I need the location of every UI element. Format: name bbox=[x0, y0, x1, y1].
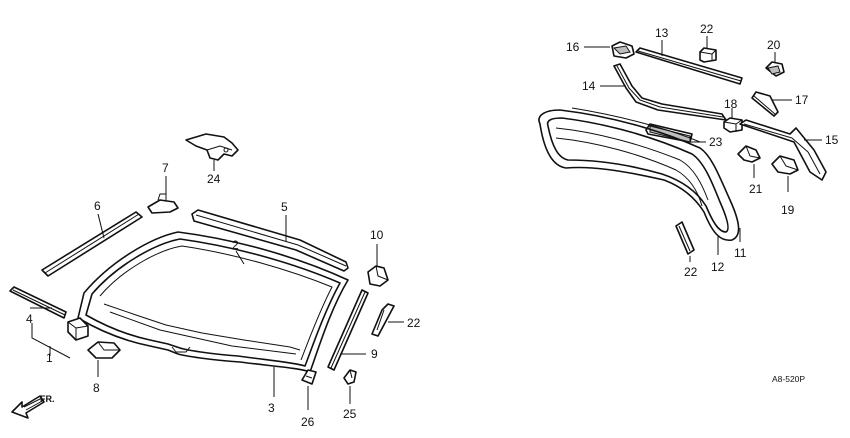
callout-22-front: 22 bbox=[407, 316, 421, 330]
callout-4: 4 bbox=[26, 312, 33, 326]
part-25-clip bbox=[343, 369, 357, 385]
part-13-molding bbox=[635, 47, 743, 85]
part-4-molding bbox=[9, 286, 67, 319]
callout-19: 19 bbox=[781, 203, 795, 217]
part-1-clip bbox=[67, 317, 89, 341]
callout-24: 24 bbox=[207, 172, 221, 186]
part-19-clip bbox=[771, 155, 799, 175]
part-18-clip bbox=[723, 117, 743, 133]
part-17-strip bbox=[751, 91, 779, 117]
callout-1: 1 bbox=[46, 351, 53, 365]
callout-18: 18 bbox=[724, 97, 738, 111]
callout-21: 21 bbox=[749, 182, 763, 196]
callout-22-top: 22 bbox=[700, 22, 714, 36]
diagram-code: A8-520P bbox=[772, 374, 805, 384]
part-9-molding bbox=[327, 289, 369, 371]
part-22-pad-bottom bbox=[675, 221, 695, 255]
callout-12: 12 bbox=[711, 260, 725, 274]
callout-9: 9 bbox=[371, 347, 378, 361]
part-14-molding bbox=[613, 63, 727, 121]
callout-25: 25 bbox=[343, 407, 357, 421]
callout-23: 23 bbox=[709, 135, 723, 149]
part-10-clip bbox=[367, 265, 389, 287]
callout-13: 13 bbox=[655, 26, 669, 40]
callout-2: 2 bbox=[232, 238, 239, 252]
part-24-clip bbox=[185, 133, 239, 161]
part-5-molding bbox=[191, 209, 349, 272]
callout-7: 7 bbox=[162, 161, 169, 175]
callout-22-bottom: 22 bbox=[684, 265, 698, 279]
callout-14: 14 bbox=[582, 79, 596, 93]
callout-26: 26 bbox=[301, 415, 315, 429]
callout-6: 6 bbox=[94, 199, 101, 213]
callout-11: 11 bbox=[734, 246, 747, 260]
part-7-clip bbox=[147, 193, 179, 214]
part-22-pad-front bbox=[371, 303, 395, 337]
part-22-pad-top bbox=[699, 47, 717, 63]
callout-16: 16 bbox=[566, 40, 580, 54]
front-direction-arrow bbox=[11, 395, 45, 419]
callout-5: 5 bbox=[281, 200, 288, 214]
callout-20: 20 bbox=[767, 38, 781, 52]
part-16-corner bbox=[611, 41, 635, 59]
part-11-12-rear-window bbox=[538, 107, 740, 241]
part-20-cap bbox=[765, 61, 785, 77]
callout-8: 8 bbox=[93, 381, 100, 395]
callout-3: 3 bbox=[268, 401, 275, 415]
callout-17: 17 bbox=[795, 93, 809, 107]
part-6-molding bbox=[41, 211, 143, 277]
part-21-clip bbox=[737, 145, 761, 163]
part-2-3-windshield bbox=[77, 231, 349, 373]
part-26-clip bbox=[301, 369, 317, 385]
part-8-bracket bbox=[87, 341, 121, 359]
callout-10: 10 bbox=[370, 228, 384, 242]
direction-label: FR. bbox=[40, 394, 55, 404]
part-15-molding bbox=[739, 119, 827, 181]
callout-15: 15 bbox=[825, 133, 839, 147]
